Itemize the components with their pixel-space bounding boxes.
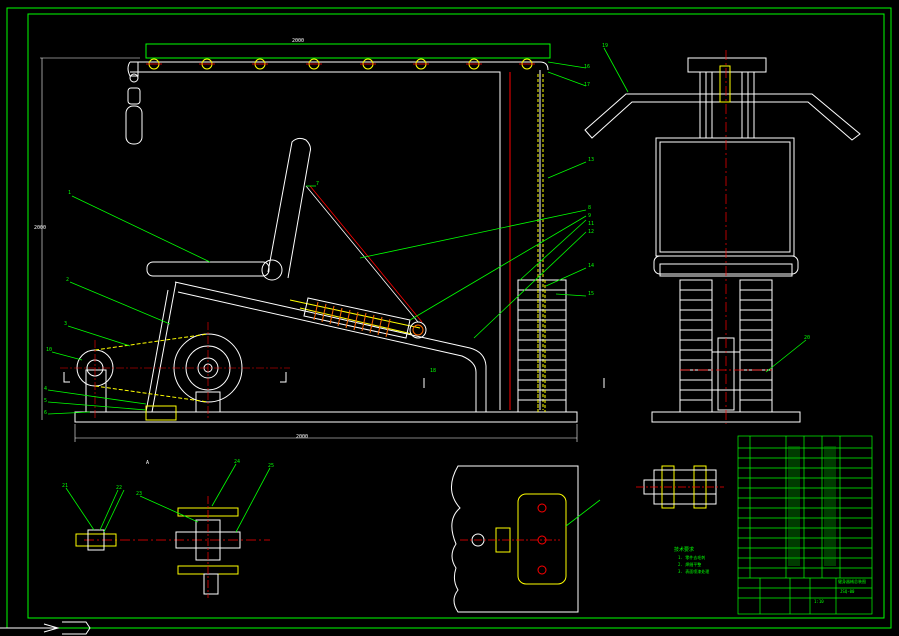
- title-block-name: 健身器械总装图: [838, 579, 866, 584]
- balloon-front-18: 18: [430, 368, 437, 374]
- balloon-front-7: 7: [316, 181, 320, 187]
- outer-border: [6, 7, 892, 629]
- balloon-front-4: 4: [44, 386, 48, 392]
- dimension-top-length: 2000: [292, 38, 305, 44]
- balloon-front-16: 16: [584, 64, 591, 70]
- side-view: [584, 50, 861, 424]
- balloon-detail-25: 25: [268, 463, 275, 469]
- shaft-detail: [75, 496, 270, 598]
- balloon-front-13: 13: [588, 157, 595, 163]
- balloon-front-14: 14: [588, 263, 595, 269]
- balloon-front-5: 5: [44, 398, 48, 404]
- balloon-front-12: 12: [588, 229, 595, 235]
- balloon-front-3: 3: [64, 321, 68, 327]
- parts-table-fills: [788, 446, 836, 566]
- front-view: [40, 43, 605, 442]
- balloon-front-9: 9: [588, 213, 592, 219]
- front-leaders: [47, 61, 587, 415]
- balloon-detail-22: 22: [116, 485, 123, 491]
- title-block-scale: 1:10: [814, 599, 824, 604]
- notes-title: 技术要求: [674, 547, 695, 553]
- balloon-front-6: 6: [44, 410, 48, 416]
- side-leaders: [603, 47, 807, 373]
- plate-detail: [451, 465, 579, 613]
- balloon-side-20: 20: [804, 335, 811, 341]
- inner-border: [27, 13, 885, 619]
- parts-table: [737, 435, 873, 615]
- bolt-detail: [636, 465, 724, 509]
- tile-arrow: [0, 621, 91, 635]
- title-block-drawing-no: JSQ-00: [840, 589, 855, 594]
- balloon-front-11: 11: [588, 221, 595, 227]
- notes-line-1: 1. 零件去毛刺: [678, 555, 706, 560]
- shaft-detail-leaders: [65, 463, 271, 533]
- balloon-front-15: 15: [588, 291, 595, 297]
- balloon-detail-23: 23: [136, 491, 143, 497]
- balloon-front-8: 8: [588, 205, 592, 211]
- balloon-front-2: 2: [66, 277, 70, 283]
- balloon-detail-24: 24: [234, 459, 241, 465]
- notes-line-2: 2. 焊缝平整: [678, 562, 702, 567]
- plate-leader: [565, 499, 601, 527]
- balloon-detail-21: 21: [62, 483, 69, 489]
- balloon-side-19: 19: [602, 43, 609, 49]
- balloon-front-17: 17: [584, 82, 591, 88]
- section-mark: A: [146, 460, 150, 466]
- balloon-front-1: 1: [68, 190, 72, 196]
- notes-line-3: 3. 表面喷漆处理: [678, 569, 710, 574]
- dimension-base-length: 2000: [296, 434, 309, 440]
- dimension-height: 2000: [34, 225, 47, 231]
- balloon-front-10: 10: [46, 347, 53, 353]
